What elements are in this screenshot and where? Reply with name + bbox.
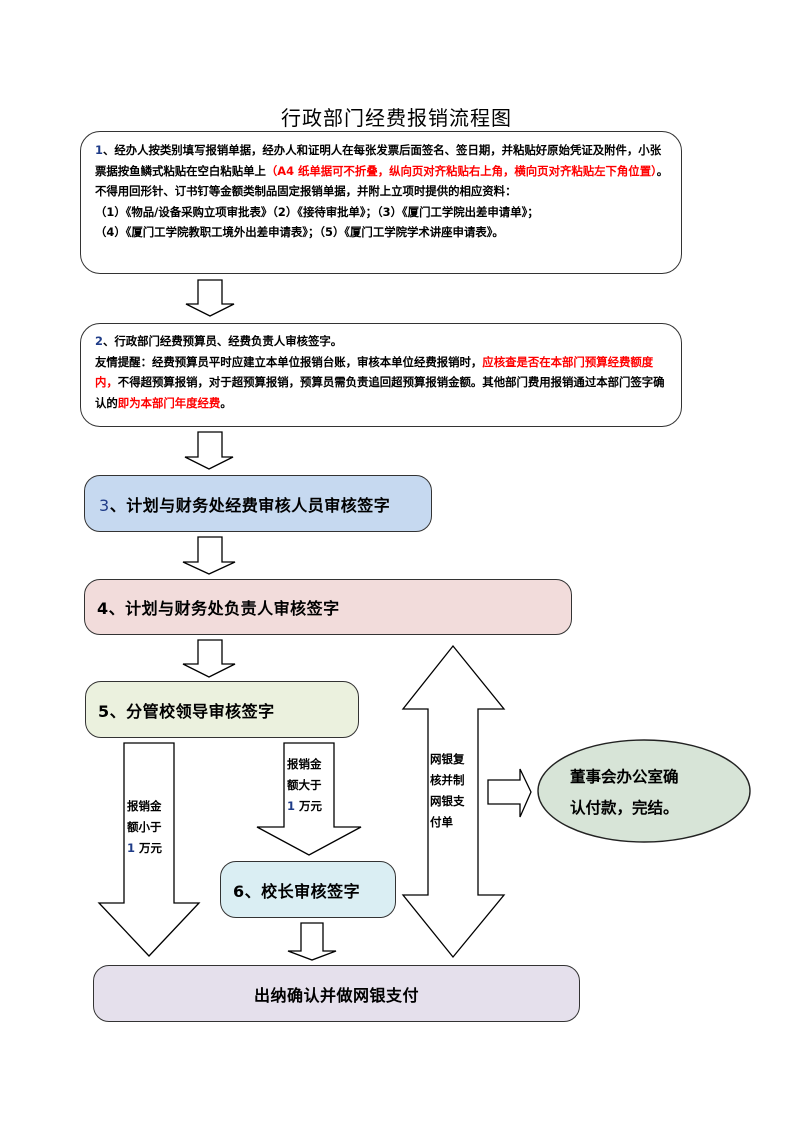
end-node-ellipse — [537, 739, 751, 843]
arrow-to-end-node — [487, 768, 532, 818]
double-arrow-label: 网银复 核并制 网银支 付单 — [430, 752, 465, 829]
arrow-branch-large — [256, 742, 362, 856]
step-1-box: 1、经办人按类别填写报销单据，经办人和证明人在每张发票后面签名、签日期，并粘贴好… — [80, 131, 682, 274]
final-step-box: 出纳确认并做网银支付 — [93, 965, 580, 1022]
step-1-number: 1 — [95, 143, 103, 157]
step-3-box: 3、计划与财务处经费审核人员审核签字 — [84, 475, 432, 532]
double-arrow-online-banking — [401, 644, 506, 959]
step-4-box: 4、计划与财务处负责人审核签字 — [84, 579, 572, 635]
branch-small-label: 报销金 额小于 1 万元 — [127, 799, 163, 855]
arrow-branch-small — [97, 742, 201, 957]
step-2-highlight-2: 即为本部门年度经费 — [117, 395, 221, 410]
step-2-reminder: 友情提醒：经费预算员平时应建立本单位报销台账，审核本单位经费报销时，应核查是否在… — [95, 354, 665, 410]
step-2-heading: 2、行政部门经费预算员、经费负责人审核签字。 — [95, 334, 343, 348]
final-step-label: 出纳确认并做网银支付 — [253, 985, 419, 1005]
end-node-label: 董事会办公室确 认付款，完结。 — [570, 768, 679, 817]
arrow-step1-to-step2 — [185, 279, 235, 317]
arrow-step4-to-step5 — [182, 639, 236, 678]
step-4-label: 4、计划与财务处负责人审核签字 — [97, 599, 340, 618]
arrow-step2-to-step3 — [184, 431, 234, 470]
step-5-label: 5、分管校领导审核签字 — [98, 701, 275, 721]
arrow-step6-to-final — [287, 922, 337, 961]
page-title: 行政部门经费报销流程图 — [281, 106, 512, 130]
step-1-text: 1、经办人按类别填写报销单据，经办人和证明人在每张发票后面签名、签日期，并粘贴好… — [95, 143, 669, 198]
step-1-highlight: （A4 纸单据可不折叠，纵向页对齐粘贴右上角，横向页对齐粘贴左下角位置） — [265, 163, 657, 178]
step-6-label: 6、校长审核签字 — [233, 881, 361, 901]
step-3-label: 3、计划与财务处经费审核人员审核签字 — [99, 495, 391, 515]
step-1-form-list-line-2: （4）《厦门工学院教职工境外出差申请表》；（5）《厦门工学院学术讲座申请表》。 — [95, 225, 504, 239]
arrow-step3-to-step4 — [182, 536, 236, 575]
step-2-number: 2 — [95, 334, 103, 348]
step-2-box: 2、行政部门经费预算员、经费负责人审核签字。 友情提醒：经费预算员平时应建立本单… — [80, 323, 682, 427]
step-1-form-list-line-1: （1）《物品/设备采购立项审批表》（2）《接待审批单》；（3）《厦门工学院出差申… — [95, 204, 539, 219]
branch-large-label: 报销金 额大于 1 万元 — [287, 757, 323, 813]
step-2-highlight-1: 应核查是否在本部门预算经费额度内， — [95, 354, 654, 390]
step-5-box: 5、分管校领导审核签字 — [85, 681, 359, 738]
step-6-box: 6、校长审核签字 — [220, 861, 396, 918]
